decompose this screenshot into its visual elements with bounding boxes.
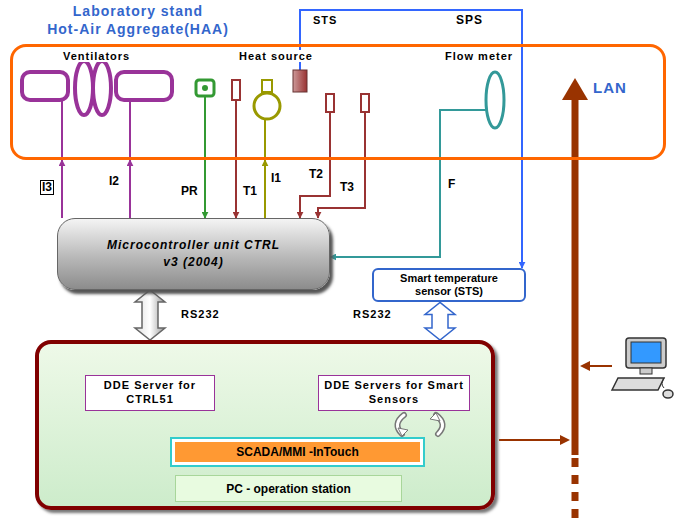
signal-name: I3 xyxy=(40,180,54,195)
signal-wire xyxy=(61,160,63,218)
signal-wire xyxy=(318,160,365,218)
text-holder: PC - operation station xyxy=(175,475,402,502)
signal-wire xyxy=(330,160,440,257)
flow-meter xyxy=(440,72,504,158)
scada-bar: SCADA/MMI -InTouch xyxy=(170,437,425,467)
server-box: DDE Server for CTRL51 xyxy=(85,375,215,411)
box-label: SCADA/MMI -InTouch xyxy=(236,445,358,459)
signal-name: PR xyxy=(180,185,199,198)
interface-label: RS232 xyxy=(352,308,393,320)
pc-station: PC - operation station DDE Server for CTR… xyxy=(35,340,495,510)
part-name: Ventilators xyxy=(62,50,131,62)
box-label: Smart temperature sensor (STS) xyxy=(383,272,515,298)
controller-box: Microcontroller unit CTRL v3 (2004) xyxy=(57,218,330,290)
signal-wire xyxy=(300,10,522,268)
network-label: LAN xyxy=(592,80,628,97)
part-name: Flow meter xyxy=(444,50,514,62)
signal-name: F xyxy=(447,178,456,191)
part-name: Heat source xyxy=(238,50,314,62)
signal-name: T3 xyxy=(339,181,355,194)
heat-source-lamp xyxy=(254,80,280,158)
ventilator-symbol xyxy=(22,61,172,158)
box-label: DDE Servers for Smart Sensors xyxy=(324,379,464,407)
signal-name: T2 xyxy=(308,168,324,181)
workstation-icon xyxy=(612,338,673,398)
text-holder: Laboratory standHot-Air Aggregate(HAA) xyxy=(23,2,253,38)
signal-name: I1 xyxy=(270,172,282,185)
signal-wire xyxy=(235,160,237,218)
signal-wire xyxy=(300,160,330,218)
signal-wire xyxy=(204,160,206,218)
serial-link xyxy=(425,302,455,340)
temperature-probe xyxy=(326,94,369,158)
signal-wire xyxy=(129,160,131,218)
signal-name: I2 xyxy=(108,175,120,188)
signal-wire xyxy=(264,160,266,218)
temperature-probe xyxy=(232,80,240,158)
signal-name: SPS xyxy=(455,14,484,27)
box-label: PC - operation station xyxy=(226,482,351,496)
interface-label: RS232 xyxy=(180,308,221,320)
signal-name: STS xyxy=(312,14,338,26)
pressure-sensor xyxy=(196,80,214,158)
box-label: DDE Server for CTRL51 xyxy=(89,379,211,407)
serial-link xyxy=(135,290,165,340)
box-label: Microcontroller unit CTRL v3 (2004) xyxy=(104,237,284,271)
server-box: DDE Servers for Smart Sensors xyxy=(318,375,470,411)
sensor-box: Smart temperature sensor (STS) xyxy=(372,268,526,302)
heading: Hot-Air Aggregate(HAA) xyxy=(47,20,229,38)
signal-name: T1 xyxy=(242,185,258,198)
heading: Laboratory stand xyxy=(73,2,203,20)
